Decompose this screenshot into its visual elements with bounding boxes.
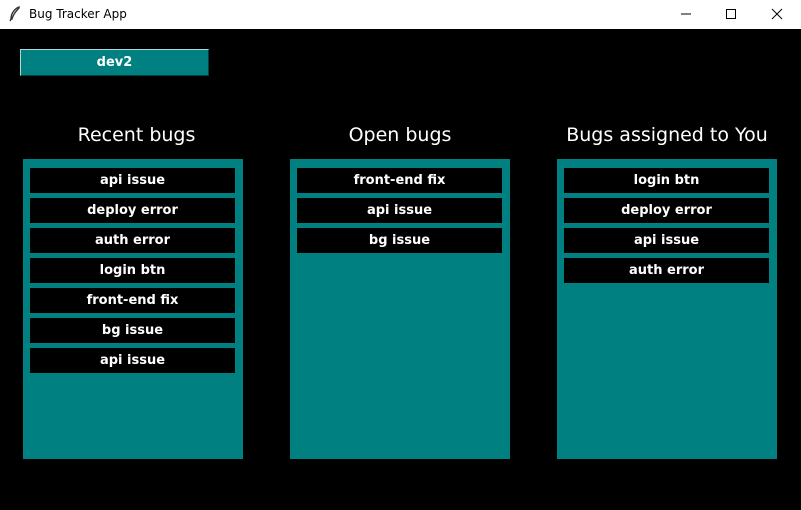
bug-item[interactable]: api issue bbox=[30, 168, 235, 193]
bug-item[interactable]: bg issue bbox=[30, 318, 235, 343]
close-icon bbox=[771, 5, 783, 24]
user-button[interactable]: dev2 bbox=[20, 49, 209, 76]
bug-item[interactable]: deploy error bbox=[564, 198, 769, 223]
assigned-bugs-title: Bugs assigned to You bbox=[566, 124, 768, 146]
bug-item[interactable]: login btn bbox=[30, 258, 235, 283]
recent-bugs-panel: api issue deploy error auth error login … bbox=[23, 159, 243, 459]
maximize-icon bbox=[725, 5, 737, 24]
bug-item[interactable]: auth error bbox=[564, 258, 769, 283]
bug-item[interactable]: bg issue bbox=[297, 228, 502, 253]
bug-item[interactable]: auth error bbox=[30, 228, 235, 253]
bug-item[interactable]: api issue bbox=[564, 228, 769, 253]
maximize-button[interactable] bbox=[708, 0, 754, 29]
bug-item[interactable]: api issue bbox=[30, 348, 235, 373]
open-bugs-panel: front-end fix api issue bg issue bbox=[290, 159, 510, 459]
close-button[interactable] bbox=[754, 0, 800, 29]
bug-item[interactable]: deploy error bbox=[30, 198, 235, 223]
recent-bugs-title: Recent bugs bbox=[77, 124, 196, 146]
bug-item[interactable]: front-end fix bbox=[297, 168, 502, 193]
minimize-icon bbox=[680, 5, 692, 24]
bug-item[interactable]: login btn bbox=[564, 168, 769, 193]
title-bar[interactable]: Bug Tracker App bbox=[0, 0, 801, 29]
open-bugs-title: Open bugs bbox=[348, 124, 452, 146]
minimize-button[interactable] bbox=[663, 0, 709, 29]
assigned-bugs-panel: login btn deploy error api issue auth er… bbox=[557, 159, 777, 459]
window-title: Bug Tracker App bbox=[29, 7, 127, 21]
bug-item[interactable]: api issue bbox=[297, 198, 502, 223]
feather-icon bbox=[8, 5, 22, 22]
bug-item[interactable]: front-end fix bbox=[30, 288, 235, 313]
